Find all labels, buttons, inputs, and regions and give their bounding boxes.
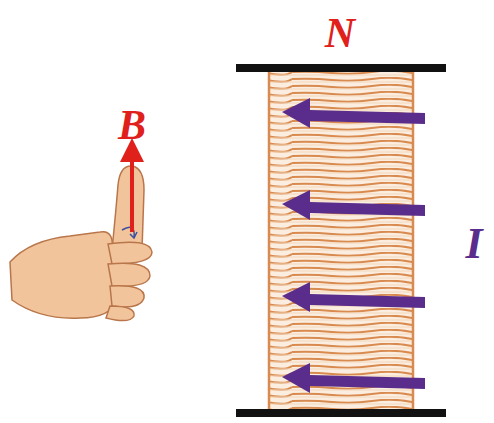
- current-label: I: [465, 222, 482, 266]
- bottom-plate: [236, 409, 446, 417]
- field-arrow: [130, 150, 134, 232]
- field-label: B: [118, 104, 146, 146]
- top-plate: [236, 64, 446, 72]
- pole-label: N: [325, 12, 355, 54]
- current-arrows: [282, 98, 425, 393]
